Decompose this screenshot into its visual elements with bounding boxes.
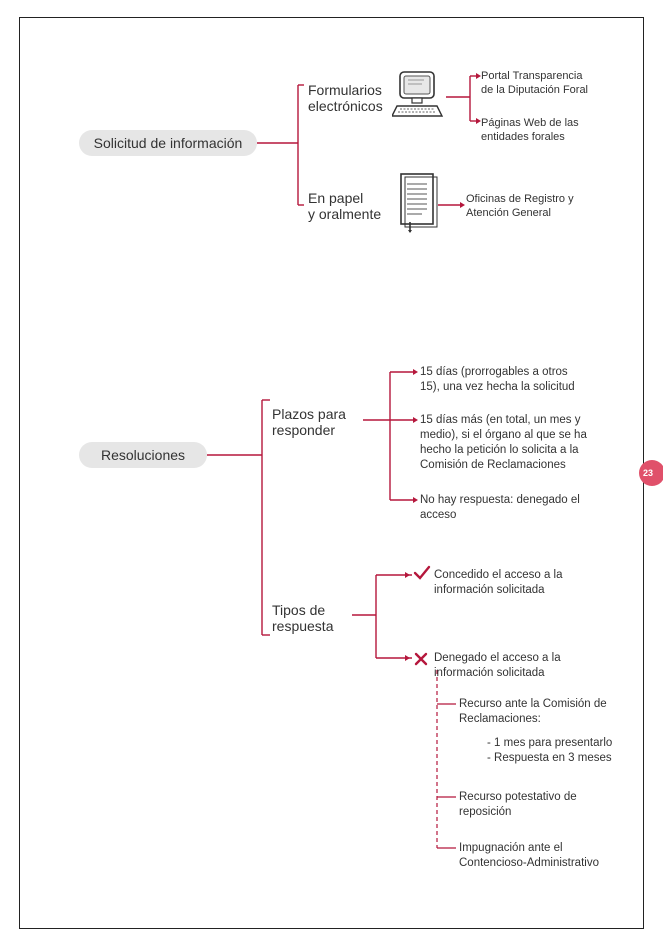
target-oficinas-registro: Oficinas de Registro y Atención General — [466, 193, 574, 219]
check-icon — [413, 565, 431, 580]
resoluciones-title: Resoluciones — [79, 442, 207, 468]
tipos-label: Tipos de respuesta — [272, 602, 334, 634]
solicitud-title: Solicitud de información — [79, 130, 257, 156]
cross-icon — [414, 652, 428, 666]
plazo-item: No hay respuesta: denegado el acceso — [420, 494, 580, 521]
plazos-label: Plazos para responder — [272, 406, 346, 438]
page-number-badge: 23 — [639, 460, 663, 486]
document-icon — [400, 173, 438, 233]
computer-icon — [392, 71, 444, 117]
target-paginas-web: Páginas Web de las entidades forales — [481, 117, 579, 143]
recurso-item: Impugnación ante el Contencioso-Administ… — [459, 842, 599, 869]
plazo-item: 15 días (prorrogables a otros 15), una v… — [420, 366, 575, 393]
recurso-item: Recurso ante la Comisión de Reclamacione… — [459, 698, 607, 725]
denegado-text: Denegado el acceso a la información soli… — [434, 652, 561, 679]
target-portal-transparencia: Portal Transparencia de la Diputación Fo… — [481, 70, 589, 96]
plazo-item: 15 días más (en total, un mes y medio), … — [420, 414, 587, 471]
concedido-text: Concedido el acceso a la información sol… — [434, 569, 563, 596]
recurso-subitems: - 1 mes para presentarlo - Respuesta en … — [487, 737, 613, 764]
branch-papel-label: En papel y oralmente — [308, 190, 382, 222]
branch-formularios-label: Formularios electrónicos — [308, 82, 383, 114]
recurso-item: Recurso potestativo de reposición — [459, 791, 577, 818]
